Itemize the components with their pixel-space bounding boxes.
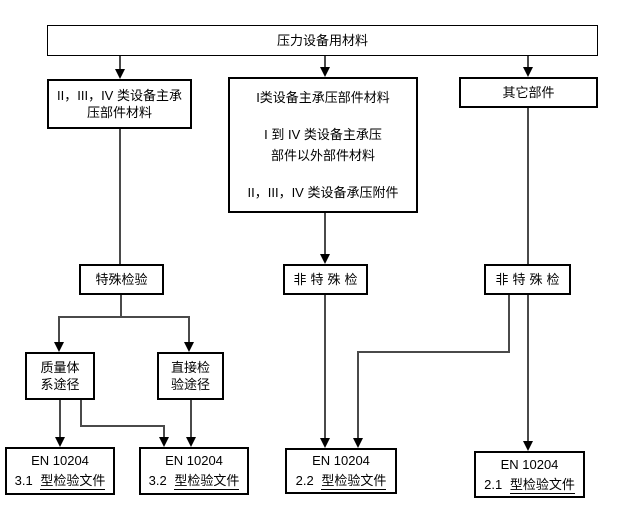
edge-nonspecialmid-en22-arrowhead bbox=[320, 438, 330, 448]
edge-nonspecialright-en21-line bbox=[527, 295, 529, 441]
edge-special-split-crossbar bbox=[58, 316, 190, 318]
node-label-line2: 系途径 bbox=[40, 377, 80, 392]
edge-direct-en32-line bbox=[190, 400, 192, 437]
node-class-1-and-other-parts-materials: I类设备主承压部件材料 I 到 IV 类设备主承压 部件以外部件材料 II，II… bbox=[228, 77, 418, 213]
edge-special-split-stem bbox=[120, 295, 122, 318]
node-label-line1: I类设备主承压部件材料 bbox=[256, 90, 390, 105]
edge-quality-en31-arrowhead bbox=[55, 437, 65, 447]
edge-class1-nonspecialmid-line bbox=[324, 213, 326, 255]
node-label-line2: I 到 IV 类设备主承压 bbox=[264, 127, 382, 142]
node-label: 其它部件 bbox=[502, 85, 555, 100]
node-root-pressure-equipment-materials: 压力设备用材料 bbox=[47, 25, 598, 56]
node-label-line2: 压部件材料 bbox=[86, 105, 152, 120]
standard-label: EN 10204 bbox=[312, 453, 370, 468]
node-non-special-inspection-mid: 非特殊检 bbox=[283, 264, 368, 295]
node-quality-system-route: 质量体 系途径 bbox=[25, 352, 95, 400]
edge-root-otherparts-line bbox=[527, 56, 529, 68]
edge-quality-en32-line-down bbox=[80, 400, 82, 427]
type-number: 2.1 bbox=[484, 476, 503, 492]
type-label: 型检验文件 bbox=[321, 473, 387, 490]
edge-special-direct-line bbox=[188, 316, 190, 342]
edge-nonspecialright-en22-arrowhead bbox=[353, 438, 363, 448]
node-label-line3: 部件以外部件材料 bbox=[270, 148, 375, 163]
edge-direct-en32-arrowhead bbox=[186, 437, 196, 447]
node-other-parts: 其它部件 bbox=[459, 77, 598, 108]
edge-root-class234-arrowhead bbox=[115, 69, 125, 79]
node-label: 压力设备用材料 bbox=[276, 33, 368, 48]
node-label-line1: II，III，IV 类设备主承 bbox=[57, 88, 182, 103]
edge-quality-en31-line bbox=[59, 400, 61, 437]
edge-nonspecialright-en22-line-across bbox=[357, 351, 510, 353]
node-label: 特殊检验 bbox=[95, 272, 148, 287]
edge-class1-nonspecialmid-arrowhead bbox=[320, 254, 330, 264]
edge-otherparts-nonspecialright-line bbox=[527, 108, 529, 264]
type-number: 3.2 bbox=[148, 473, 167, 488]
edge-special-direct-arrowhead bbox=[184, 342, 194, 352]
edge-special-quality-line bbox=[58, 316, 60, 342]
type-label: 型检验文件 bbox=[509, 476, 575, 494]
edge-quality-en32-line-across bbox=[80, 425, 165, 427]
type-number: 3.1 bbox=[14, 473, 33, 488]
type-label: 型检验文件 bbox=[40, 473, 106, 490]
node-special-inspection: 特殊检验 bbox=[79, 264, 164, 295]
node-label: 非特殊检 bbox=[293, 272, 362, 287]
edge-nonspecialright-en22-line-drop bbox=[357, 351, 359, 438]
node-en10204-2-1-document: EN 10204 2.1 型检验文件 bbox=[474, 451, 585, 498]
edge-root-otherparts-arrowhead bbox=[523, 67, 533, 77]
edge-quality-en32-line-drop bbox=[163, 425, 165, 437]
node-label-line1: 直接检 bbox=[170, 360, 210, 375]
node-en10204-2-2-document: EN 10204 2.2 型检验文件 bbox=[285, 448, 397, 494]
standard-label: EN 10204 bbox=[31, 453, 89, 468]
edge-nonspecialright-en22-line-down bbox=[508, 295, 510, 353]
node-en10204-3-1-document: EN 10204 3.1 型检验文件 bbox=[5, 447, 115, 495]
node-class-2-3-4-main-pressure-parts: II，III，IV 类设备主承 压部件材料 bbox=[47, 79, 192, 129]
node-direct-inspection-route: 直接检 验途径 bbox=[157, 352, 224, 400]
node-en10204-3-2-document: EN 10204 3.2 型检验文件 bbox=[139, 447, 249, 495]
edge-nonspecialmid-en22-line bbox=[324, 295, 326, 438]
type-number: 2.2 bbox=[295, 473, 314, 488]
edge-nonspecialright-en21-arrowhead bbox=[523, 441, 533, 451]
edge-root-class1-line bbox=[324, 56, 326, 68]
edge-class234-special-line bbox=[119, 129, 121, 264]
node-non-special-inspection-right: 非特殊检 bbox=[484, 264, 571, 295]
node-label-line2: 验途径 bbox=[170, 377, 210, 392]
edge-root-class1-arrowhead bbox=[320, 67, 330, 77]
standard-label: EN 10204 bbox=[500, 456, 559, 472]
edge-quality-en32-arrowhead bbox=[159, 437, 169, 447]
edge-special-quality-arrowhead bbox=[54, 342, 64, 352]
type-label: 型检验文件 bbox=[174, 473, 240, 490]
standard-label: EN 10204 bbox=[165, 453, 223, 468]
node-label: 非特殊检 bbox=[495, 272, 564, 287]
node-label-line4: II，III，IV 类设备承压附件 bbox=[247, 185, 399, 200]
edge-root-class234-line bbox=[119, 56, 121, 70]
node-label-line1: 质量体 bbox=[40, 360, 80, 375]
